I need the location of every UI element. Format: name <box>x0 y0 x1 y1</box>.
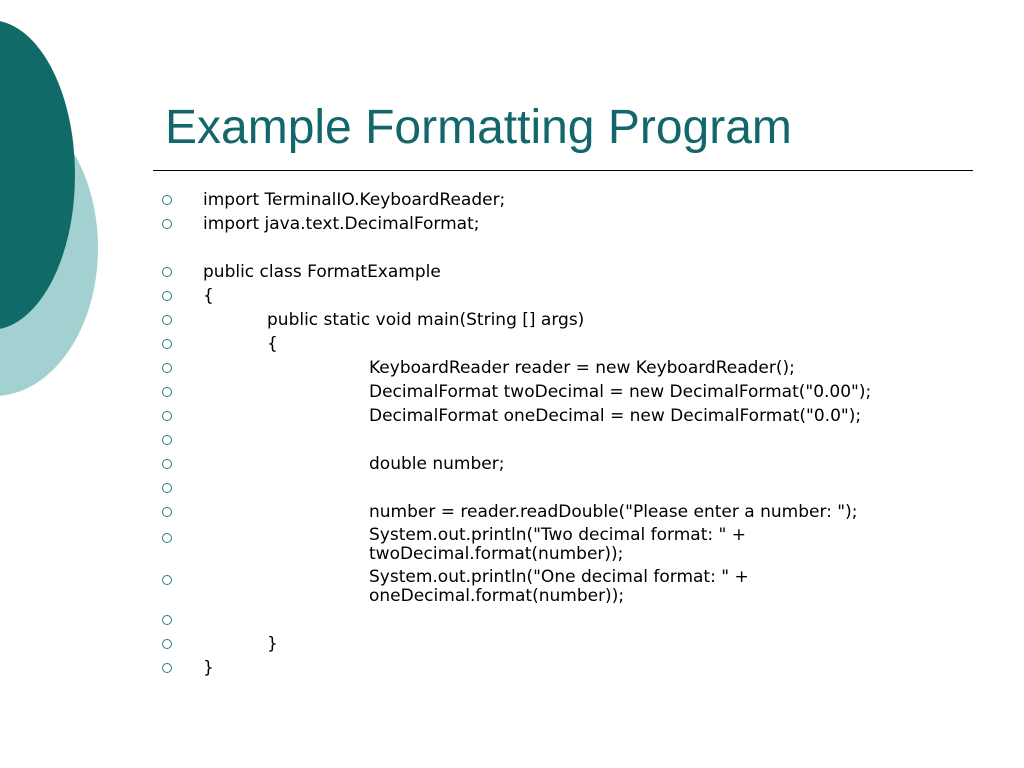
code-text: } <box>203 658 214 678</box>
bullet-ring-icon <box>162 284 172 308</box>
bullet-ring-icon <box>162 568 172 592</box>
code-text: public static void main(String [] args) <box>267 310 585 330</box>
code-line: } <box>158 656 998 680</box>
bullet-ring-icon <box>162 428 172 452</box>
code-line: } <box>158 632 998 656</box>
bullet-ring-icon <box>162 500 172 524</box>
bullet-ring-icon <box>162 404 172 428</box>
code-line: System.out.println("One decimal format: … <box>158 566 998 608</box>
code-line: DecimalFormat twoDecimal = new DecimalFo… <box>158 380 998 404</box>
code-line: DecimalFormat oneDecimal = new DecimalFo… <box>158 404 998 428</box>
bullet-ring-icon <box>162 356 172 380</box>
code-line <box>158 476 998 500</box>
title-divider <box>153 170 973 171</box>
code-text: public class FormatExample <box>203 262 441 282</box>
code-text: System.out.println("One decimal format: … <box>369 567 749 587</box>
code-line: double number; <box>158 452 998 476</box>
code-line: KeyboardReader reader = new KeyboardRead… <box>158 356 998 380</box>
bullet-ring-icon <box>162 452 172 476</box>
code-line: import TerminalIO.KeyboardReader; <box>158 188 998 212</box>
bullet-ring-icon <box>162 632 172 656</box>
code-text: KeyboardReader reader = new KeyboardRead… <box>369 358 795 378</box>
code-line: { <box>158 332 998 356</box>
code-text: { <box>267 334 278 354</box>
bullet-ring-icon <box>162 608 172 632</box>
bullet-ring-icon <box>162 212 172 236</box>
code-text: number = reader.readDouble("Please enter… <box>369 502 858 522</box>
code-line <box>158 428 998 452</box>
code-text-continuation: twoDecimal.format(number)); <box>369 544 624 564</box>
bullet-ring-icon <box>162 380 172 404</box>
code-line: number = reader.readDouble("Please enter… <box>158 500 998 524</box>
bullet-ring-icon <box>162 332 172 356</box>
bullet-ring-icon <box>162 188 172 212</box>
code-text: { <box>203 286 214 306</box>
code-line: import java.text.DecimalFormat; <box>158 212 998 236</box>
bullet-ring-icon <box>162 476 172 500</box>
decorative-circles <box>0 0 110 420</box>
code-text: import TerminalIO.KeyboardReader; <box>203 190 506 210</box>
code-line: public static void main(String [] args) <box>158 308 998 332</box>
bullet-ring-icon <box>162 656 172 680</box>
code-line: { <box>158 284 998 308</box>
code-text-continuation: oneDecimal.format(number)); <box>369 586 625 606</box>
code-line: public class FormatExample <box>158 260 998 284</box>
code-bullet-list: import TerminalIO.KeyboardReader; import … <box>158 188 998 680</box>
code-text: double number; <box>369 454 505 474</box>
code-text: } <box>267 634 278 654</box>
code-text: DecimalFormat oneDecimal = new DecimalFo… <box>369 406 862 426</box>
bullet-ring-icon <box>162 260 172 284</box>
code-text: import java.text.DecimalFormat; <box>203 214 480 234</box>
code-line <box>158 608 998 632</box>
slide-title: Example Formatting Program <box>165 101 792 154</box>
code-text: DecimalFormat twoDecimal = new DecimalFo… <box>369 382 872 402</box>
code-text: System.out.println("Two decimal format: … <box>369 525 746 545</box>
code-line: System.out.println("Two decimal format: … <box>158 524 998 566</box>
bullet-ring-icon <box>162 526 172 550</box>
bullet-ring-icon <box>162 308 172 332</box>
